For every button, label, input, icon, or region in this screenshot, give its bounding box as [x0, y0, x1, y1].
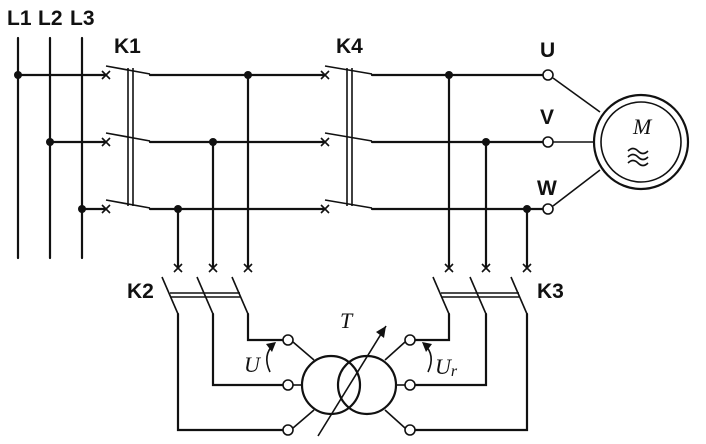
transformer-letter: T	[340, 308, 354, 333]
k3-drops	[444, 73, 532, 273]
phase-label-u: U	[540, 39, 555, 62]
contactor-k3: K3	[432, 276, 564, 315]
contactor-k1: K1	[105, 35, 151, 209]
contactor-label-k2: K2	[127, 280, 154, 303]
input-voltage-label: U	[244, 352, 262, 377]
motor-outer-circle	[592, 93, 690, 191]
terminal-v	[542, 136, 554, 148]
bus-taps	[14, 70, 111, 214]
k4-motor-wires: U V W	[370, 39, 601, 215]
contactor-label-k3: K3	[537, 280, 564, 303]
contactor-label-k4: K4	[336, 35, 363, 58]
terminal-w	[542, 203, 554, 215]
contactor-k2: K2	[127, 276, 249, 315]
motor: M	[592, 93, 690, 191]
output-voltage-main: U	[435, 354, 453, 379]
adjust-arrow-icon	[317, 325, 387, 437]
phase-label-v: V	[540, 106, 554, 129]
motor-letter: M	[632, 114, 653, 139]
contactor-label-k1: K1	[114, 35, 141, 58]
transformer-secondary-coil	[336, 354, 398, 416]
k1-k4-wires	[148, 70, 330, 214]
terminal-u	[542, 69, 554, 81]
voltage-ur: Ur	[422, 342, 458, 380]
phase-label-w: W	[537, 177, 557, 200]
ac-wave-icon	[627, 147, 649, 167]
output-voltage-label: Ur	[435, 354, 458, 380]
line-label-l2: L2	[38, 7, 63, 30]
transformer: T	[300, 308, 398, 437]
voltage-u: U	[244, 342, 276, 377]
supply-bus: L1 L2 L3	[7, 7, 95, 260]
motor-inner-circle	[600, 101, 682, 183]
output-voltage-subscript: r	[451, 363, 458, 380]
transformer-primary-coil	[300, 354, 362, 416]
k2-drops	[173, 73, 253, 273]
line-label-l3: L3	[70, 7, 95, 30]
contactor-k4: K4	[324, 35, 373, 209]
k2-to-transformer	[176, 312, 315, 436]
k3-to-transformer	[384, 312, 529, 436]
line-label-l1: L1	[7, 7, 32, 30]
